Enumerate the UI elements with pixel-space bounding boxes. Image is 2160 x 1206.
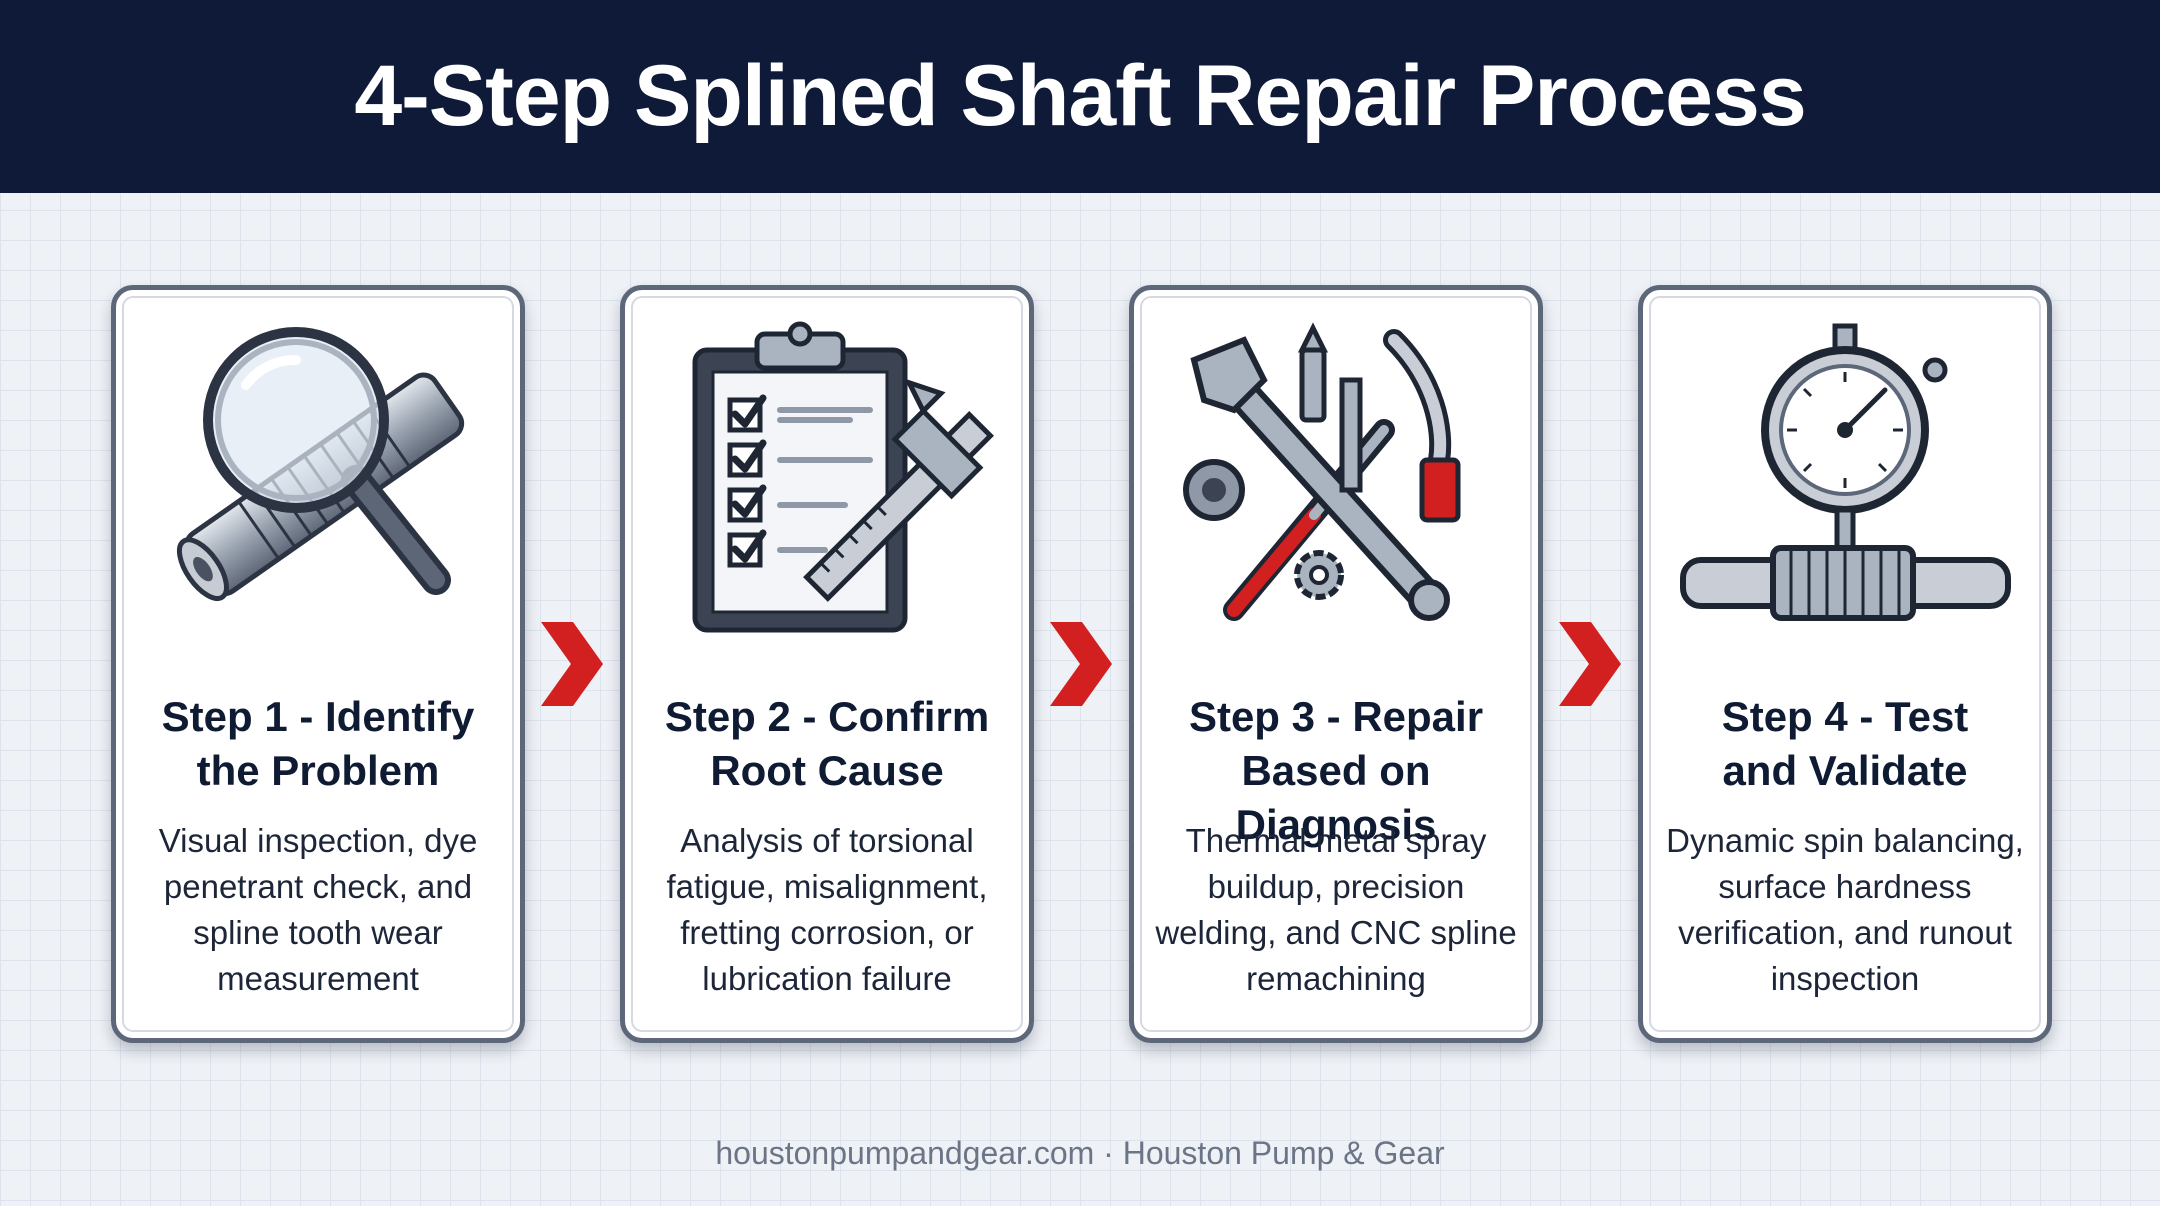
chevron-right-icon	[1050, 622, 1112, 706]
magnifier-shaft-icon	[136, 320, 500, 650]
step-title: Step 2 - Confirm Root Cause	[664, 693, 990, 794]
repair-tools-icon	[1154, 320, 1518, 650]
header-banner: 4-Step Splined Shaft Repair Process	[0, 0, 2160, 193]
step-title: Step 1 - Identify the Problem	[161, 693, 475, 794]
chevron-right-icon	[1559, 622, 1621, 706]
step-description: Analysis of torsional fatigue, misalignm…	[666, 822, 988, 997]
step-title: Step 3 - Repair Based on Diagnosis	[1188, 693, 1484, 848]
dial-gauge-shaft-icon	[1663, 320, 2027, 650]
step-description: Thermal metal spray buildup, precision w…	[1155, 822, 1517, 997]
step-card-2: Step 2 - Confirm Root Cause Analysis of …	[620, 285, 1034, 1043]
page-title: 4-Step Splined Shaft Repair Process	[354, 48, 1806, 144]
step-card-1: Step 1 - Identify the Problem Visual ins…	[111, 285, 525, 1043]
step-description: Dynamic spin balancing, surface hardness…	[1666, 822, 2024, 997]
step-title: Step 4 - Test and Validate	[1721, 693, 1969, 794]
step-card-3: Step 3 - Repair Based on Diagnosis Therm…	[1129, 285, 1543, 1043]
clipboard-caliper-icon	[645, 320, 1009, 650]
step-description: Visual inspection, dye penetrant check, …	[158, 822, 478, 997]
footer-credit: houstonpumpandgear.com · Houston Pump & …	[715, 1135, 1445, 1171]
chevron-right-icon	[541, 622, 603, 706]
step-card-4: Step 4 - Test and Validate Dynamic spin …	[1638, 285, 2052, 1043]
